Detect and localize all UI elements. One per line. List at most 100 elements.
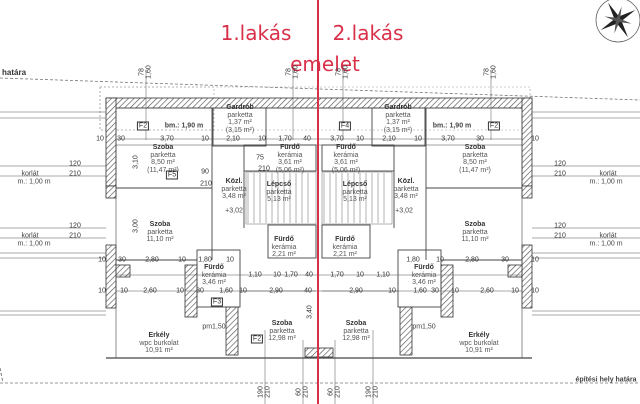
room-area: 1,37 m² (386, 119, 410, 126)
dimension: 210 (302, 386, 310, 398)
dimension: 1,10 (376, 271, 390, 279)
room-area: 10,91 m² (145, 347, 173, 354)
dimension: 10 (356, 271, 364, 279)
room-name: Lépcső (342, 181, 368, 188)
dimension: 210 (258, 165, 270, 173)
room-name: Lépcső (266, 181, 292, 188)
dimension: 1,70 (278, 135, 292, 143)
room-name: Erkély (468, 332, 490, 339)
dimension: 2,60 (143, 287, 157, 295)
dimension: 190 (257, 386, 265, 398)
dimension: 10 (120, 287, 128, 295)
room-floor: parketta (269, 327, 295, 335)
dimension: 10 (414, 135, 422, 143)
room-name: Fürdő (274, 236, 294, 243)
room-area: 11,10 m² (146, 236, 174, 243)
dimension: 78 (285, 68, 293, 76)
dimension: 2,80 (465, 256, 479, 264)
room-area: 8,50 m² (463, 159, 487, 166)
room-kozl: Közl. parketta 3,48 m² (221, 178, 246, 201)
dimension: 210 (554, 170, 566, 178)
room-name: Gardrób (384, 104, 412, 111)
dimension: 78 (138, 68, 146, 76)
dimension: 210 (200, 180, 212, 188)
room-furdo-3: Fürdő kerámia 3,46 m² (412, 264, 437, 287)
dimension: 210 (264, 386, 272, 398)
dimension: 3,00 (132, 219, 140, 233)
room-floor: parketta (147, 228, 173, 236)
dimension: 30 (501, 256, 509, 264)
dimension: 3,70 (160, 135, 174, 143)
room-szoba-2: Szoba parketta 11,10 m² (461, 221, 488, 244)
room-gross-area: (3,15 m²) (383, 126, 413, 134)
window-tag: F2 (136, 121, 150, 131)
dimension: 1,80 (406, 256, 420, 264)
boundary-label: építési hely határa (575, 376, 637, 384)
dimension: 10 (356, 135, 364, 143)
dimension: 1,60 (490, 65, 498, 79)
level-marker: +3,02 (225, 207, 243, 215)
parapet-height: pm1,50 (412, 323, 436, 331)
room-lepcso: Lépcső parketta 5,13 m² (266, 181, 291, 204)
room-area: 3,61 m² (334, 159, 358, 166)
dimension: 210 (69, 232, 81, 240)
room-floor: kerámia (271, 243, 297, 251)
window-tag: F4 (338, 121, 352, 131)
railing-height: m.: 1,00 m (589, 240, 623, 248)
room-area: 12,98 m² (342, 335, 370, 342)
room-name: Szoba (152, 144, 174, 151)
railing-label: korlát (21, 170, 39, 178)
room-floor: kerámia (201, 271, 227, 279)
room-area: 8,50 m² (151, 159, 175, 166)
ceiling-height: bm.: 1,90 m (432, 122, 472, 130)
room-area: 10,91 m² (465, 347, 493, 354)
dimension: 120 (554, 160, 566, 168)
dimension: 30 (117, 135, 125, 143)
dimension: 10 (273, 271, 281, 279)
dimension: 78 (335, 68, 343, 76)
dimension: 1,70 (330, 271, 344, 279)
room-name: Szoba (464, 144, 486, 151)
room-gross-area: (11,47 m²) (147, 166, 179, 174)
railing-label: korlát (599, 232, 617, 240)
unit2-label: 2.lakás (332, 21, 404, 45)
room-szoba-3: Szoba parketta 12,98 m² (268, 320, 296, 343)
dimension: 10 (531, 287, 539, 295)
unit1-label: 1.lakás (220, 21, 292, 45)
dimension: 75 (256, 154, 264, 162)
room-gross-area: (11,47 m²) (459, 166, 491, 174)
room-floor: parketta (462, 151, 488, 159)
window-tag: F3 (210, 297, 224, 307)
window-tag: F2 (250, 334, 264, 344)
room-kozl: Közl. parketta 3,48 m² (393, 178, 418, 201)
room-floor: kerámia (332, 243, 358, 251)
room-gardrob: Gardrób parketta 1,37 m² (3,15 m²) (226, 104, 254, 134)
room-name: Közl. (225, 178, 243, 185)
dimension: 2,90 (349, 287, 363, 295)
room-name: Szoba (149, 221, 171, 228)
room-gross-area: (5,06 m²) (275, 166, 305, 174)
dimension: 3,70 (441, 135, 455, 143)
dimension: 10 (96, 135, 104, 143)
room-erkely: Erkély wpc burkolat 10,91 m² (459, 332, 498, 355)
room-floor: parketta (343, 327, 369, 335)
dimension: 10 (258, 135, 266, 143)
room-floor: parketta (221, 185, 247, 193)
room-area: 1,37 m² (228, 119, 252, 126)
dimension: 1,80 (198, 256, 212, 264)
room-area: 11,10 m² (461, 236, 489, 243)
boundary-line-top (0, 77, 640, 101)
boundary-label: határa (1, 68, 28, 77)
room-name: Fürdő (335, 236, 355, 243)
dimension: 60 (295, 388, 303, 396)
dimension: 120 (69, 222, 81, 230)
room-floor: kerámia (411, 271, 437, 279)
dimension: 210 (334, 386, 342, 398)
room-name: Fürdő (414, 264, 434, 271)
dimension: 30 (196, 287, 204, 295)
room-szoba-2: Szoba parketta 11,10 m² (146, 221, 173, 244)
dimension: 1,10 (248, 271, 262, 279)
dimension: 1,60 (413, 287, 427, 295)
